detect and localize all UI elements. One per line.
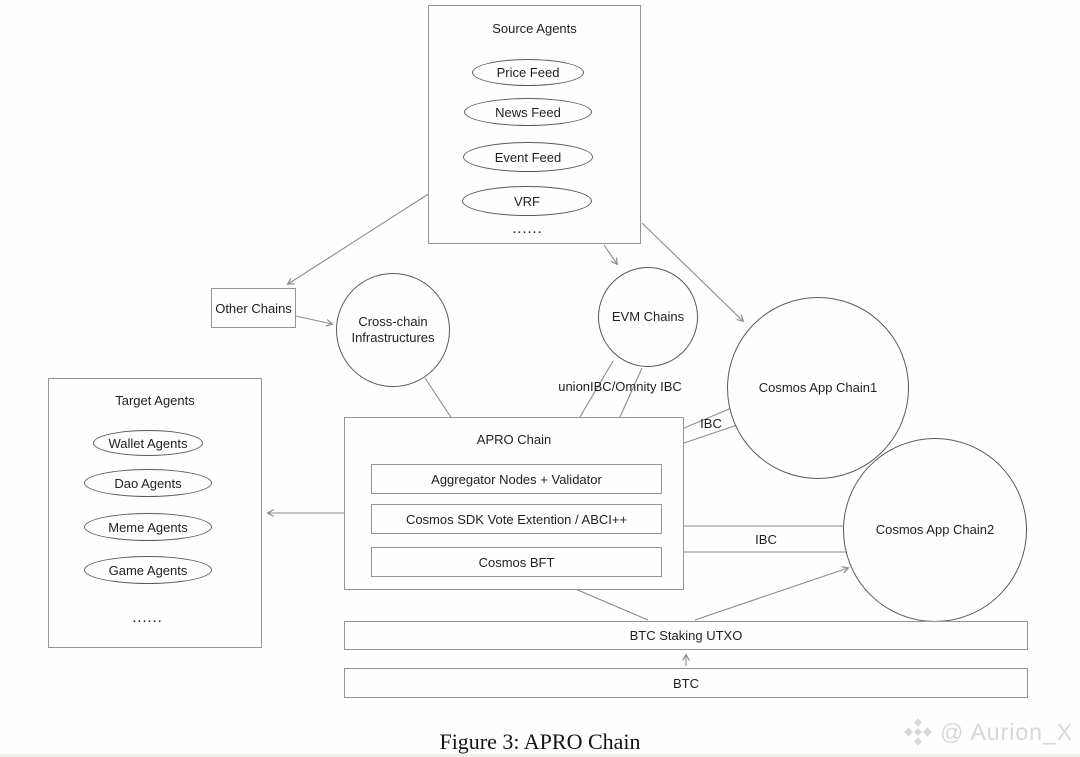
source-agent-news-feed: News Feed [464,98,592,126]
target-agent-meme: Meme Agents [84,513,212,541]
evm-chains-label: EVM Chains [611,308,685,324]
binance-diamond-icon [904,718,932,746]
cosmos-app-chain2-label: Cosmos App Chain2 [875,521,995,537]
edge-other-chains-to-cross-chain [295,315,334,327]
other-chains-box: Other Chains [211,288,296,328]
edge-source-to-cosmos-chain1 [641,222,745,323]
source-agent-event-feed: Event Feed [463,142,593,172]
apro-layer-aggregator-nodes: Aggregator Nodes + Validator [371,464,662,494]
target-agent-game: Game Agents [84,556,212,584]
cosmos-app-chain1-label: Cosmos App Chain1 [758,379,878,395]
apro-chain-title: APRO Chain [476,432,552,447]
target-agents-title: Target Agents [115,393,195,408]
target-agent-wallet: Wallet Agents [93,430,203,456]
other-chains-label: Other Chains [215,300,292,316]
ibc-label-chain2: IBC [755,532,777,547]
edge-evm-to-apro-right [619,367,643,418]
target-agents-ellipsis: ...... [132,613,164,625]
cross-chain-infrastructures-circle: Cross-chain Infrastructures [336,273,450,387]
watermark-handle: @ Aurion_X [940,718,1074,745]
btc-staking-utxo-bar: BTC Staking UTXO [344,621,1028,650]
source-agents-title: Source Agents [492,21,577,36]
edge-evm-to-apro-left [579,360,614,418]
watermark: @ Aurion_X [903,717,1073,747]
edge-btc-staking-to-cosmos-chain2 [694,566,850,621]
bottom-edge-strip [0,754,1080,757]
ibc-label-chain1: IBC [700,416,722,431]
figure-caption: Figure 3: APRO Chain [439,729,641,754]
target-agents-box: Target Agents [48,378,262,648]
apro-layer-cosmos-sdk: Cosmos SDK Vote Extention / ABCI++ [371,504,662,534]
evm-chains-circle: EVM Chains [598,267,698,367]
edge-source-to-other-chains [286,192,431,285]
union-ibc-omnity-ibc-label: unionIBC/Omnity IBC [558,379,682,394]
cosmos-app-chain1-circle: Cosmos App Chain1 [727,297,909,479]
source-agent-price-feed: Price Feed [472,59,584,86]
source-agents-ellipsis: ...... [512,224,544,236]
apro-layer-cosmos-bft: Cosmos BFT [371,547,662,577]
cross-chain-infrastructures-label: Cross-chain Infrastructures [351,313,435,345]
edge-source-to-evm-chains [603,244,618,266]
cosmos-app-chain2-circle: Cosmos App Chain2 [843,438,1027,622]
target-agent-dao: Dao Agents [84,469,212,497]
source-agent-vrf: VRF [462,186,592,216]
btc-bar: BTC [344,668,1028,698]
